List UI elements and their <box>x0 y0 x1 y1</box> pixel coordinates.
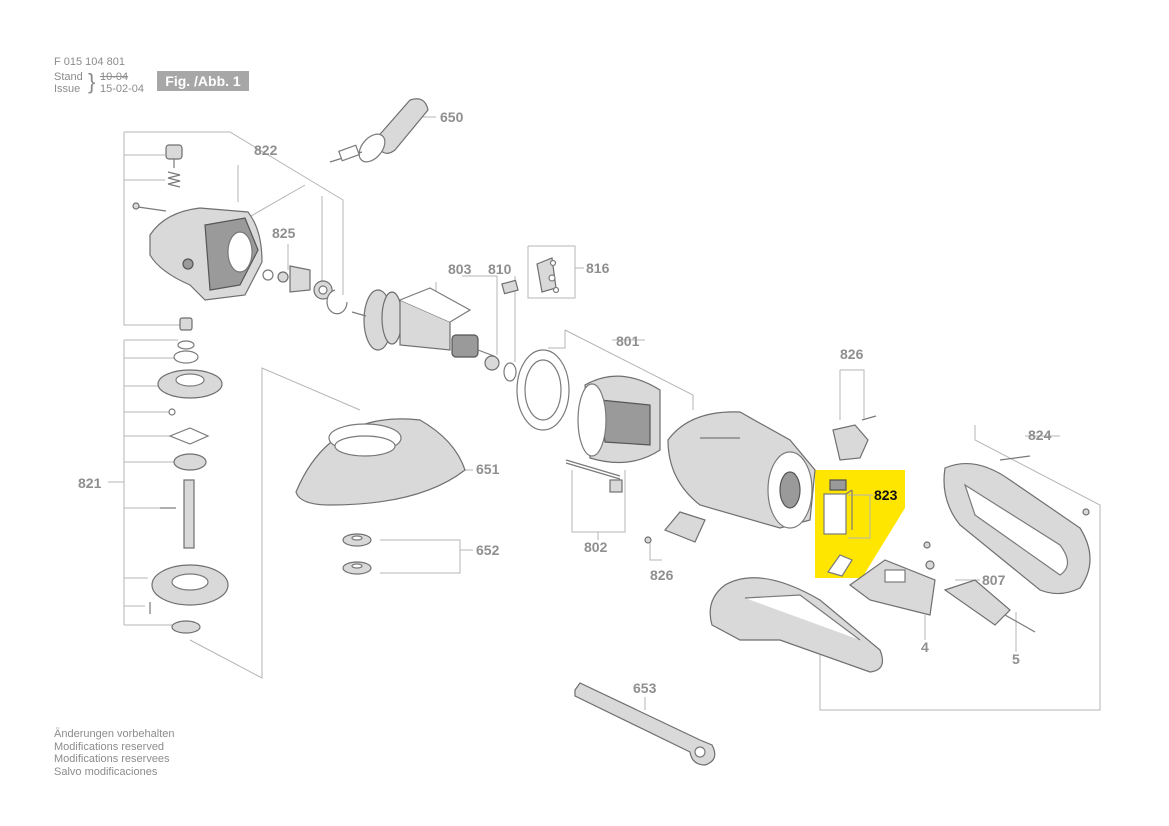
screws-802 <box>565 459 623 493</box>
note-es: Salvo modificaciones <box>54 765 158 778</box>
note-fr: Modifications reservees <box>54 753 170 765</box>
leader-lines <box>108 116 1101 711</box>
stand-label: Stand <box>54 71 83 83</box>
label-653: 653 <box>633 680 657 696</box>
figure-label: Fig. /Abb. 1 <box>157 71 249 91</box>
issue-date: 15-02-04 <box>100 83 145 95</box>
label-650: 650 <box>440 109 464 125</box>
old-date: 10-04 <box>100 71 129 83</box>
label-810: 810 <box>488 261 512 277</box>
label-4: 4 <box>921 639 929 655</box>
label-826-lower: 826 <box>650 567 674 583</box>
switch-807 <box>848 541 936 616</box>
note-de: Änderungen vorbehalten <box>54 728 175 740</box>
side-handle-650 <box>329 98 429 163</box>
label-651: 651 <box>476 461 500 477</box>
label-803: 803 <box>448 261 472 277</box>
bearing-set-825 <box>262 265 348 315</box>
label-825: 825 <box>272 225 296 241</box>
spindle-assembly-821 <box>149 340 229 634</box>
label-824: 824 <box>1028 427 1052 443</box>
label-821: 821 <box>78 475 102 491</box>
field-801 <box>516 349 661 464</box>
wheel-guard-651 <box>295 418 466 506</box>
brush-parts-810-816 <box>501 257 560 295</box>
label-652: 652 <box>476 542 500 558</box>
pin-wrench-653 <box>574 682 716 766</box>
label-5: 5 <box>1012 651 1020 667</box>
label-807: 807 <box>982 572 1006 588</box>
flange-nuts-652 <box>342 533 372 575</box>
motor-housing <box>667 411 816 529</box>
main-handle <box>709 577 883 673</box>
label-823: 823 <box>874 487 898 503</box>
gear-housing-822 <box>132 144 263 331</box>
handle-cover-824 <box>943 455 1091 595</box>
cable-5 <box>943 579 1036 633</box>
label-826-top: 826 <box>840 346 864 362</box>
label-802: 802 <box>584 539 608 555</box>
label-801: 801 <box>616 333 640 349</box>
label-822: 822 <box>254 142 278 158</box>
document-number: F 015 104 801 <box>54 56 125 68</box>
note-en: Modifications reserved <box>54 740 165 753</box>
cap-826-top <box>832 415 877 461</box>
modification-notes: Änderungen vorbehalten Modifications res… <box>54 728 174 778</box>
brace-glyph: } <box>88 69 96 94</box>
label-816: 816 <box>586 260 610 276</box>
issue-label: Issue <box>54 83 81 95</box>
cap-826-lower <box>644 511 706 544</box>
carbon-brush-823 <box>823 479 853 577</box>
armature-803 <box>351 287 517 382</box>
